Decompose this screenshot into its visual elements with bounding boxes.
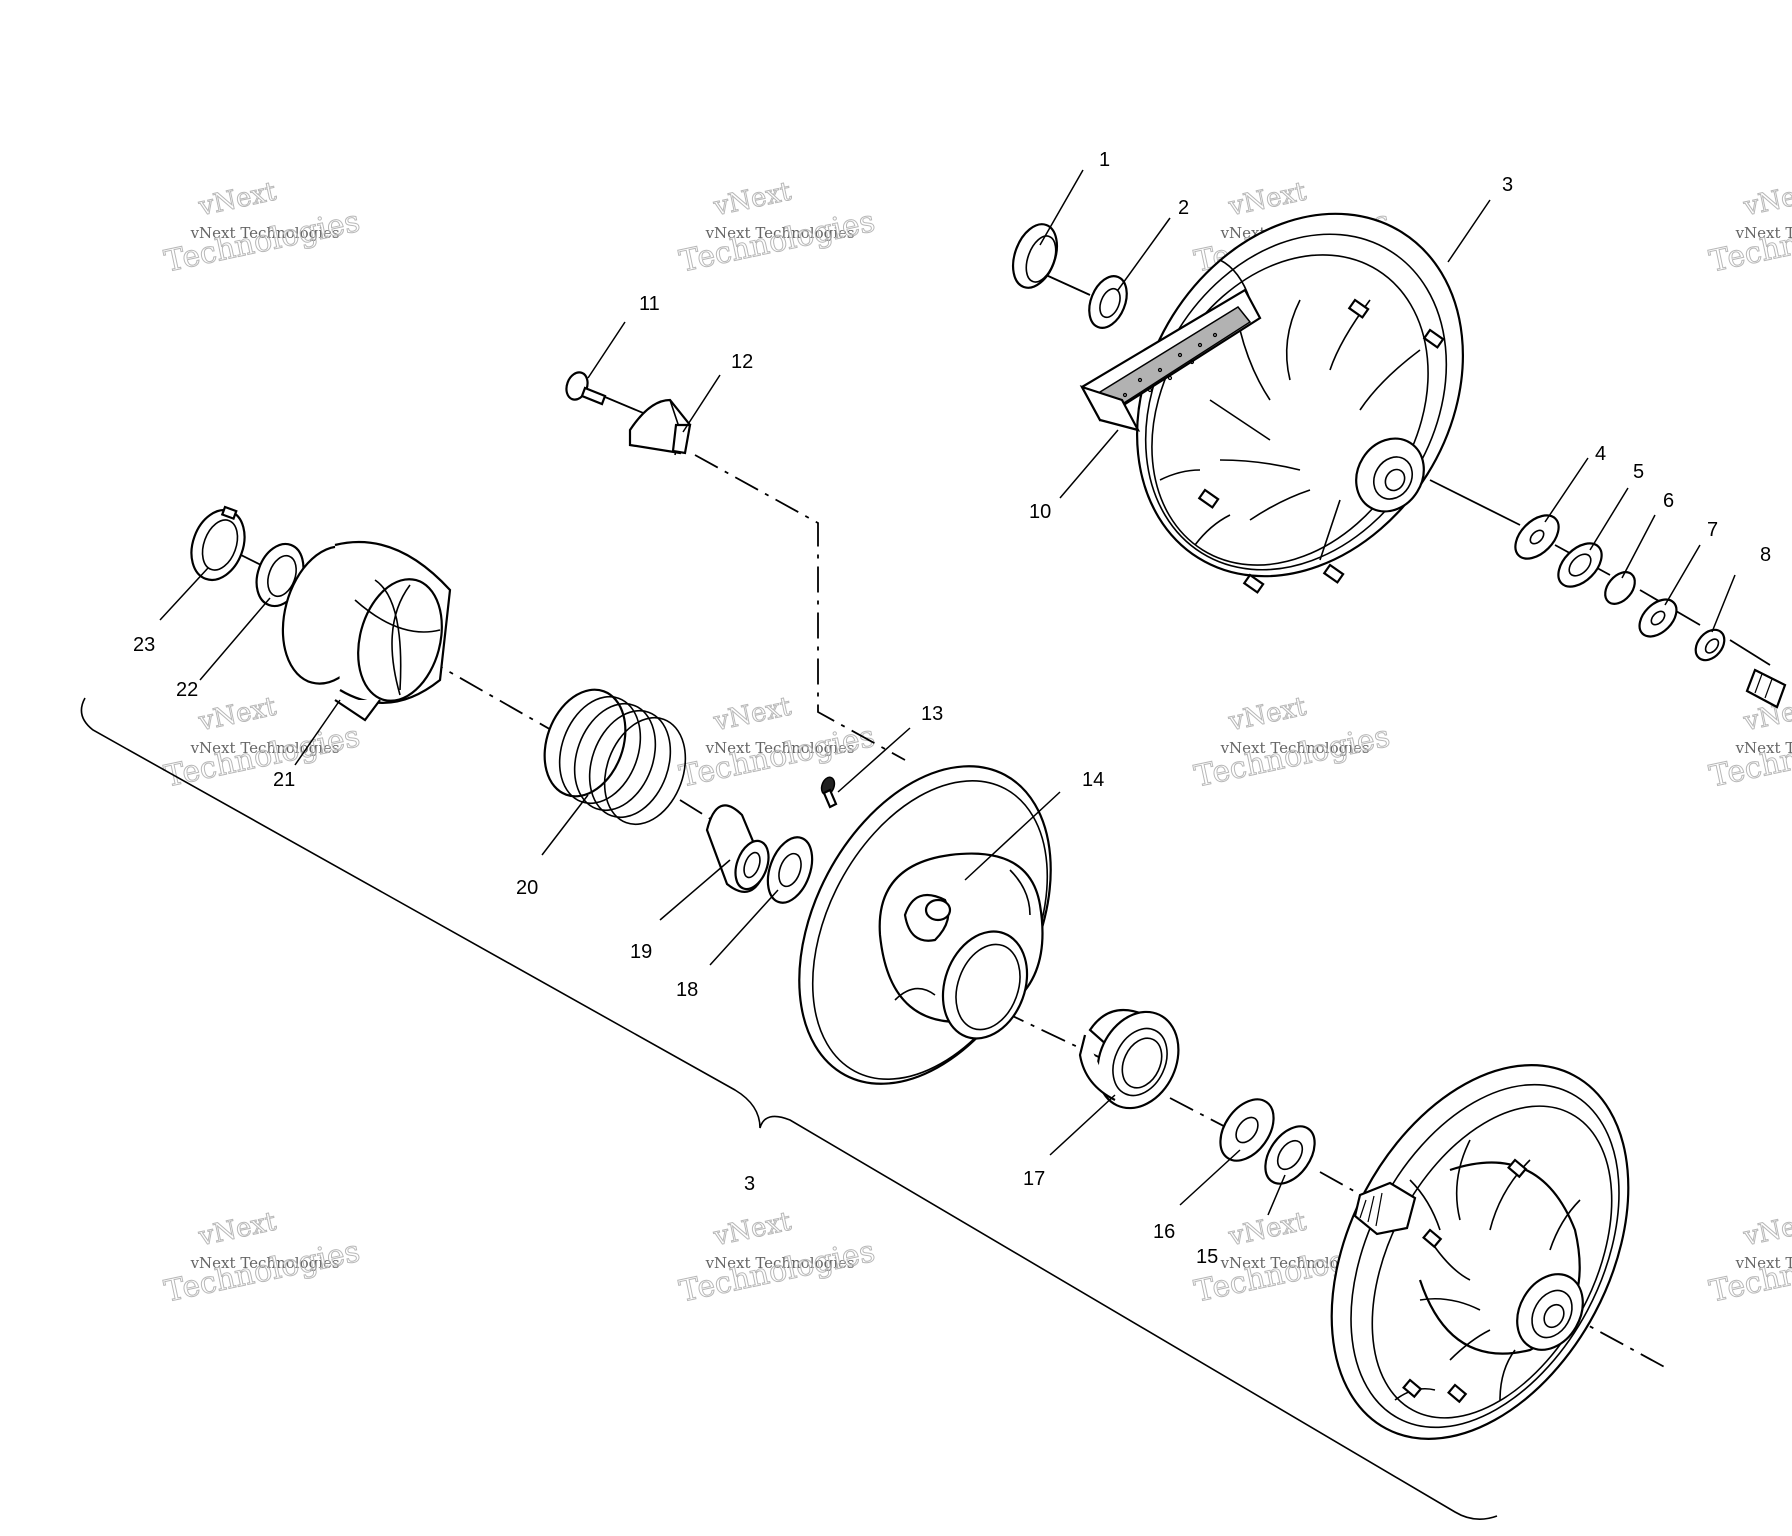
watermark-text: vNext Technologies [1735, 224, 1792, 242]
part-4-washer [1514, 514, 1560, 560]
callout-2: 2 [1178, 197, 1189, 219]
watermark-sub: Technologies [161, 719, 362, 795]
fixed-sheave [1330, 1064, 1630, 1440]
watermark-text: vNext Technologies [1220, 739, 1370, 757]
part-7-washer [1638, 598, 1678, 638]
watermark-text: vNext Technologies [190, 739, 340, 757]
part-18-washer [766, 836, 814, 904]
part-8-nut [1694, 628, 1726, 662]
part-23-snap-ring [190, 505, 246, 581]
callout-4: 4 [1595, 443, 1606, 465]
callout-16: 16 [1153, 1221, 1175, 1243]
watermark-brand: vNext [195, 177, 279, 223]
assembly-bracket [80, 697, 1498, 1520]
watermark-brand: vNext [195, 1207, 279, 1253]
callout-5: 5 [1633, 461, 1644, 483]
watermark-sub: Technologies [676, 204, 877, 280]
part-1-seal [1011, 223, 1059, 289]
watermark-text: vNext Technologies [1735, 739, 1792, 757]
part-11-screw [565, 371, 607, 406]
watermark-text: vNext Technologies [190, 224, 340, 242]
callout-17: 17 [1023, 1168, 1045, 1190]
watermark-brand: vNext [1225, 1207, 1309, 1253]
watermark-brand: vNext [1225, 177, 1309, 223]
watermark-sub: Technologies [161, 1234, 362, 1310]
part-20-spring [543, 688, 687, 826]
watermark-brand: vNext [1740, 1207, 1792, 1253]
callout-15: 15 [1196, 1246, 1218, 1268]
watermark-text: vNext Technologies [705, 1254, 855, 1272]
part-16-washer [1219, 1098, 1275, 1162]
watermark-text: vNext Technologies [190, 1254, 340, 1272]
watermark-brand: vNext [710, 692, 794, 738]
watermark-brand: vNext [710, 1207, 794, 1253]
watermark-sub: Technologies [1191, 719, 1392, 795]
watermark-text: vNext Technologies [1735, 1254, 1792, 1272]
watermark-brand: vNext [1225, 692, 1309, 738]
watermark-text: vNext Technologies [705, 224, 855, 242]
callout-19: 19 [630, 941, 652, 963]
callout-14: 14 [1082, 769, 1104, 791]
callout-8: 8 [1760, 544, 1771, 566]
callout-22: 22 [176, 679, 198, 701]
callout-11: 11 [639, 293, 660, 315]
part-21-helix-cam [281, 540, 452, 722]
callout-20: 20 [516, 877, 538, 899]
callout-3-bracket: 3 [744, 1173, 755, 1195]
watermark-sub: Technologies [161, 204, 362, 280]
leader-lines [159, 169, 1736, 1216]
part-2-washer [1088, 275, 1128, 329]
watermark-brand: vNext [1740, 177, 1792, 223]
part-6-clip [1604, 571, 1636, 605]
part-17-bearing [1078, 1008, 1180, 1110]
part-13-screw [820, 776, 838, 809]
callout-21: 21 [273, 769, 295, 791]
callout-1: 1 [1099, 149, 1110, 171]
callout-3-top: 3 [1502, 174, 1513, 196]
callout-23: 23 [133, 634, 155, 656]
part-10-belt-segment [1079, 288, 1262, 432]
callout-12: 12 [731, 351, 753, 373]
callout-labels: 1 2 3 4 5 6 7 8 10 11 12 13 14 15 16 17 … [133, 149, 1771, 1268]
watermark-brand: vNext [195, 692, 279, 738]
callout-6: 6 [1663, 490, 1674, 512]
part-15-washer [1264, 1125, 1316, 1185]
callout-7: 7 [1707, 519, 1718, 541]
part-12-shoe [628, 398, 692, 456]
movable-sheave [798, 765, 1052, 1085]
shaft-end [1745, 668, 1787, 709]
watermark-brand: vNext [710, 177, 794, 223]
callout-13: 13 [921, 703, 943, 725]
watermark-sub: Technologies [676, 1234, 877, 1310]
part-19-spacer [705, 804, 770, 893]
part-5-washer [1557, 542, 1603, 588]
watermark-text: vNext Technologies [1220, 1254, 1370, 1272]
callout-10: 10 [1029, 501, 1051, 523]
part-3-sheave-cover [1136, 212, 1464, 594]
callout-18: 18 [676, 979, 698, 1001]
watermark-text: vNext Technologies [705, 739, 855, 757]
